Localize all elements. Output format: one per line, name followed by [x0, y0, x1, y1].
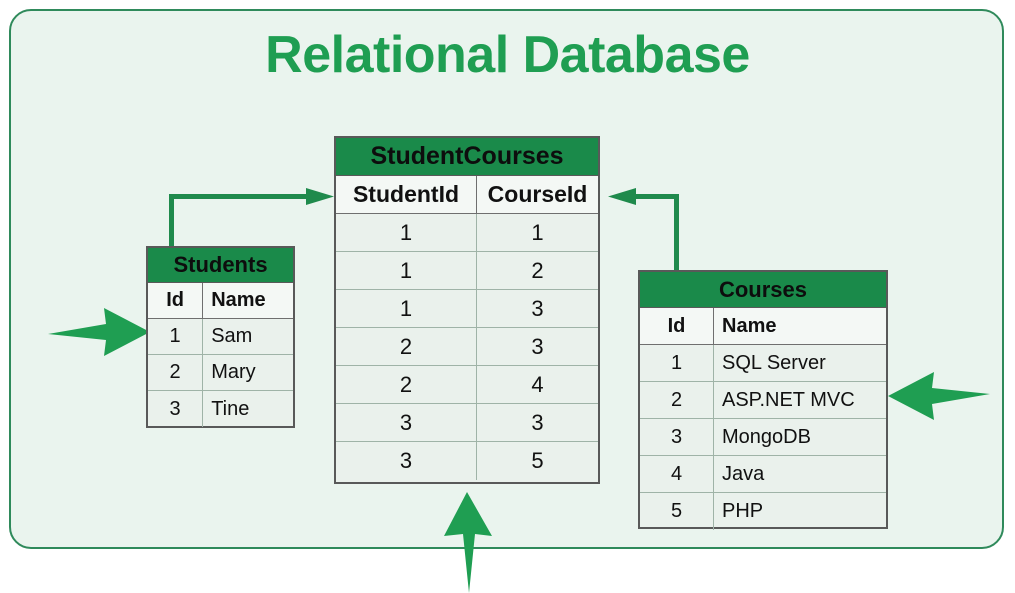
cell-courseid: 5 [531, 448, 544, 473]
cell-id: 1 [640, 345, 714, 381]
cell-studentid: 1 [336, 214, 477, 251]
table-students[interactable]: Students Id Name 1 Sam 2 Mary 3 Tine [146, 246, 295, 428]
table-row[interactable]: 2 4 [336, 366, 598, 404]
column-header-id: Id [148, 283, 204, 318]
table-row[interactable]: 4 Java [640, 456, 886, 493]
cell-id: 4 [640, 456, 714, 492]
column-header-studentid: StudentId [336, 176, 477, 213]
cell-studentid: 3 [336, 404, 477, 441]
table-courses[interactable]: Courses Id Name 1 SQL Server 2 ASP.NET M… [638, 270, 888, 530]
cell-name: ASP.NET MVC [722, 388, 855, 411]
arrowhead-right-icon [306, 188, 334, 205]
table-row[interactable]: 1 1 [336, 214, 598, 252]
cell-name: MongoDB [722, 425, 811, 448]
cell-id: 1 [148, 319, 204, 354]
cell-id: 5 [640, 493, 714, 530]
column-header-name: Name [722, 314, 777, 337]
table-row[interactable]: 3 Tine [148, 391, 293, 427]
cell-id: 2 [148, 355, 204, 390]
pointer-studentcourses-arrow-icon [444, 492, 492, 593]
column-header-id: Id [640, 308, 714, 344]
cell-name: Mary [211, 361, 256, 383]
table-header-row: Id Name [148, 283, 293, 319]
table-header-row: StudentId CourseId [336, 176, 598, 214]
cell-id: 3 [148, 391, 204, 427]
table-row[interactable]: 2 3 [336, 328, 598, 366]
table-student-courses[interactable]: StudentCourses StudentId CourseId 1 1 1 … [334, 136, 600, 484]
table-row[interactable]: 3 3 [336, 404, 598, 442]
cell-studentid: 1 [336, 290, 477, 327]
table-row[interactable]: 3 5 [336, 442, 598, 480]
cell-courseid: 3 [531, 333, 544, 359]
cell-courseid: 3 [531, 409, 544, 435]
column-header-courseid: CourseId [487, 181, 588, 207]
cell-id: 2 [640, 382, 714, 418]
table-title-courses: Courses [640, 272, 886, 308]
cell-name: Java [722, 462, 765, 485]
cell-studentid: 2 [336, 328, 477, 365]
cell-studentid: 3 [336, 442, 477, 480]
table-row[interactable]: 2 ASP.NET MVC [640, 382, 886, 419]
arrowhead-left-icon [608, 188, 636, 205]
table-row[interactable]: 1 2 [336, 252, 598, 290]
cell-courseid: 1 [531, 219, 544, 245]
table-row[interactable]: 1 3 [336, 290, 598, 328]
table-row[interactable]: 2 Mary [148, 355, 293, 391]
cell-courseid: 3 [531, 295, 544, 321]
table-title-student-courses: StudentCourses [336, 138, 598, 176]
cell-courseid: 2 [531, 257, 544, 283]
pointer-students-arrow-icon [48, 308, 150, 356]
cell-studentid: 1 [336, 252, 477, 289]
table-row[interactable]: 1 SQL Server [640, 345, 886, 382]
cell-studentid: 2 [336, 366, 477, 403]
table-header-row: Id Name [640, 308, 886, 345]
table-row[interactable]: 5 PHP [640, 493, 886, 530]
cell-courseid: 4 [531, 371, 544, 397]
pointer-courses-arrow-icon [888, 372, 990, 420]
table-row[interactable]: 1 Sam [148, 319, 293, 355]
cell-name: Tine [211, 397, 250, 420]
cell-id: 3 [640, 419, 714, 455]
table-row[interactable]: 3 MongoDB [640, 419, 886, 456]
table-title-students: Students [148, 248, 293, 283]
cell-name: Sam [211, 325, 253, 347]
cell-name: SQL Server [722, 351, 826, 374]
page-title: Relational Database [265, 26, 750, 84]
column-header-name: Name [211, 289, 266, 311]
cell-name: PHP [722, 500, 764, 522]
